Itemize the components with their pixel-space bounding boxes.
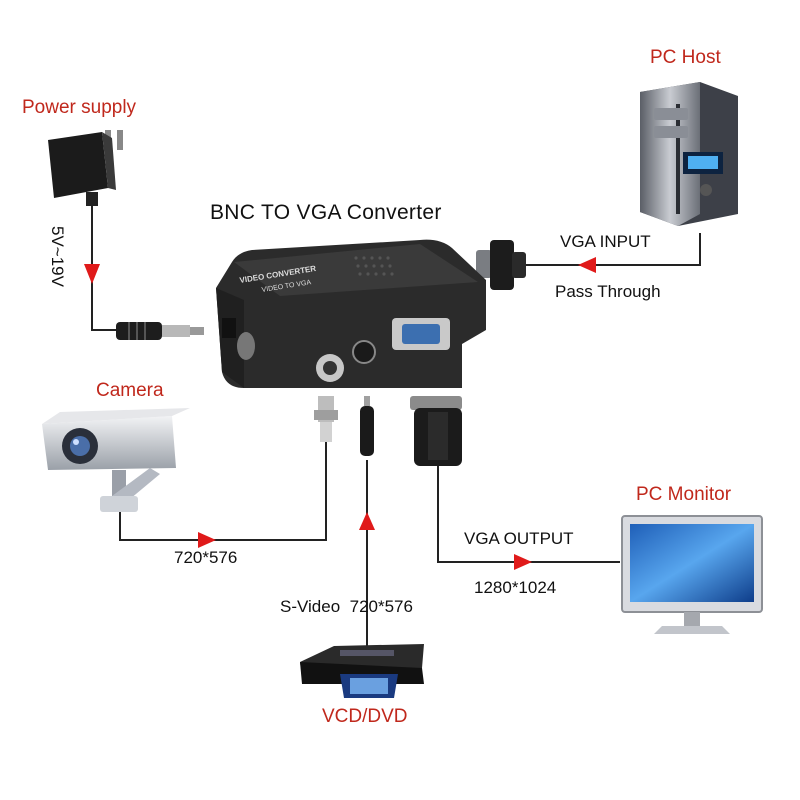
pc-monitor-label: PC Monitor [636, 484, 732, 505]
arrow-power [84, 264, 100, 284]
power-cable [91, 200, 118, 331]
diagram-title: BNC TO VGA Converter [210, 201, 442, 224]
pc-host-icon [640, 82, 738, 226]
arrow-vga-input [578, 257, 596, 273]
power-supply-label: Power supply [22, 97, 137, 118]
pc-monitor-icon [621, 515, 763, 634]
dvd-label: VCD/DVD [322, 706, 408, 727]
vga-output-label: VGA OUTPUT [464, 529, 574, 548]
dc-plug-icon [116, 322, 204, 340]
vga-input-label: VGA INPUT [560, 232, 651, 251]
svideo-label: S-Video 720*576 [280, 597, 413, 616]
vga-input-plug-icon [476, 240, 526, 290]
vga-output-plug-icon [410, 396, 462, 466]
camera-cable [119, 440, 327, 541]
svideo-plug-icon [360, 396, 374, 456]
dvd-player-icon [300, 644, 424, 698]
monitor-resolution-label: 1280*1024 [474, 578, 557, 597]
pass-through-label: Pass Through [555, 282, 661, 301]
bnc-plug-icon [314, 396, 338, 442]
arrow-svideo [359, 512, 375, 530]
converter-device-icon [216, 239, 486, 388]
arrow-camera [198, 532, 216, 548]
camera-icon [42, 408, 190, 512]
voltage-label: 5V~19V [48, 226, 67, 287]
arrow-vga-output [514, 554, 532, 570]
vga-output-cable [437, 460, 620, 563]
pc-host-label: PC Host [650, 47, 721, 68]
camera-resolution-label: 720*576 [174, 548, 238, 567]
camera-label: Camera [96, 380, 164, 401]
power-adapter-icon [48, 130, 123, 206]
